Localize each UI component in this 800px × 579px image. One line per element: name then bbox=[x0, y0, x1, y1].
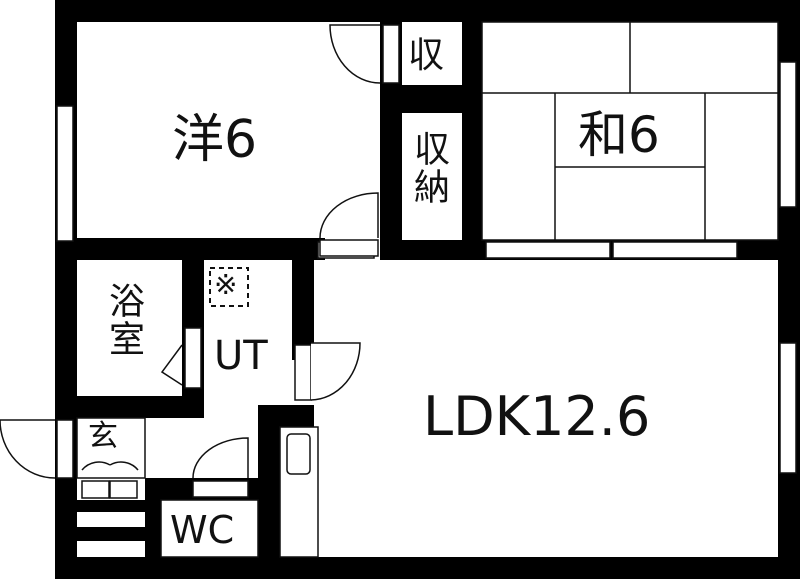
washer-space bbox=[209, 267, 249, 307]
room-label-ldk: LDK12.6 bbox=[423, 385, 651, 448]
walls bbox=[55, 0, 800, 579]
room-label-entrance: 玄 bbox=[88, 419, 118, 454]
washer-mark-icon: ※ bbox=[214, 268, 238, 301]
room-label-utility: UT bbox=[214, 333, 268, 379]
room-label-closet-small: 収 bbox=[408, 35, 445, 76]
room-label-toilet: WC bbox=[170, 508, 235, 552]
windows bbox=[56, 61, 797, 474]
room-label-bath: 浴室 bbox=[103, 282, 144, 358]
room-outlines bbox=[76, 21, 779, 558]
doors bbox=[0, 24, 400, 499]
wc-box bbox=[160, 499, 259, 558]
room-label-japanese: 和6 bbox=[578, 106, 660, 164]
room-label-western: 洋6 bbox=[172, 110, 258, 170]
room-label-closet: 収納 bbox=[408, 130, 449, 206]
